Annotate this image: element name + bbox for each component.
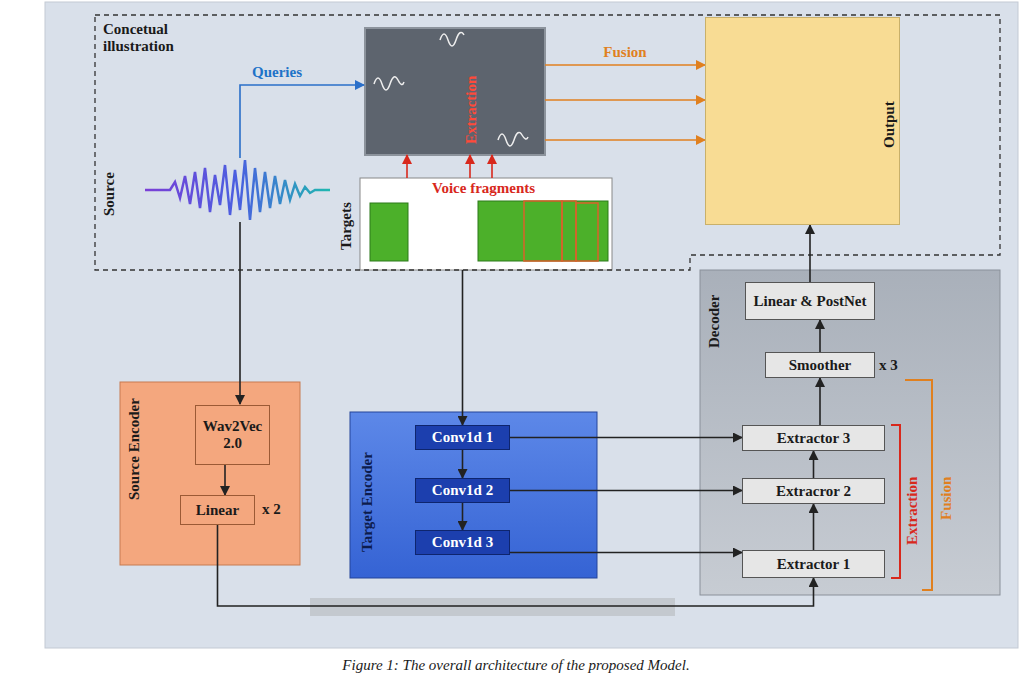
node-text: Conv1d 3 [432, 534, 493, 551]
node-text: Extracror 2 [776, 483, 851, 500]
node-text: Linear & PostNet [753, 293, 866, 310]
connector [545, 139, 705, 141]
squiggle [498, 132, 528, 146]
node-text: Wav2Vec 2.0 [200, 418, 265, 452]
node-text: Target Encoder [359, 452, 376, 552]
annotation-label: Extraction [904, 477, 921, 545]
source-arrow [239, 222, 241, 404]
smoother-box: Smoother [765, 352, 875, 378]
connector [819, 320, 821, 352]
figure-caption: Figure 1: The overall architecture of th… [342, 657, 689, 673]
node-text: Targets [338, 202, 355, 250]
fragment-window [524, 201, 562, 261]
connector [406, 155, 408, 178]
fragment-window [576, 203, 598, 261]
targets-box: TargetsVoice fragments [360, 178, 612, 270]
annotation-label: Queries [252, 64, 302, 81]
extraction-bracket [891, 425, 900, 578]
gray-bar [310, 598, 675, 616]
annotation-label: Source [101, 172, 118, 216]
dashed-outline [95, 15, 1000, 270]
node-text: Extraction [463, 76, 480, 144]
annotation-label: x 2 [262, 501, 281, 518]
connector [462, 270, 464, 425]
target-encoder: Target Encoder Conv1d 1 Conv1d 2 Conv1d 3 [350, 412, 597, 578]
connector [510, 490, 742, 492]
output-box: Output [705, 17, 900, 225]
connector [462, 503, 464, 530]
node-text: Output [881, 101, 898, 148]
node-text: Concetual illustration [103, 21, 223, 55]
postnet-box: Linear & PostNet [745, 282, 875, 320]
connector [510, 437, 742, 439]
source-waveform [145, 160, 330, 220]
fusion-bracket [905, 380, 932, 590]
voice-fragment [478, 201, 608, 261]
concept-box: Extraction [365, 28, 545, 155]
connector [819, 378, 821, 425]
extractor-box: Extractor 3 [742, 425, 885, 451]
caption-box: Figure 1: The overall architecture of th… [0, 656, 1032, 674]
conv-box: Conv1d 2 [415, 478, 510, 503]
extractor-box: Extractor 1 [742, 550, 885, 578]
source-encoder-fill [120, 382, 300, 565]
node-text: Decoder [706, 295, 723, 348]
decoder-fill [700, 270, 1000, 595]
connector [809, 225, 811, 282]
annotation-label: x 3 [879, 357, 898, 374]
squiggle [374, 77, 404, 90]
connector [545, 99, 705, 101]
figure-panel [45, 2, 1018, 648]
node-text: Conv1d 1 [432, 429, 493, 446]
targets-fill [360, 178, 612, 270]
node-text: Extractor 3 [777, 430, 850, 447]
connector [545, 64, 705, 66]
node-text: Voice fragments [432, 180, 535, 197]
connector [813, 451, 815, 478]
decoder: Decoder Linear & PostNetSmootherExtractor… [700, 270, 1000, 595]
annotation-label: Fusion [938, 477, 955, 520]
wav2vec-box: Wav2Vec 2.0 [195, 405, 270, 465]
connector [224, 465, 226, 495]
concept-box-fill [365, 28, 545, 155]
node-text: Smoother [789, 357, 852, 374]
connector [813, 504, 815, 550]
node-text: Extractor 1 [777, 556, 850, 573]
connector [462, 450, 464, 478]
connector [469, 155, 471, 178]
conv-box: Conv1d 3 [415, 530, 510, 555]
node-text: Source Encoder [126, 398, 143, 500]
illustration-region: Concetual illustrationExtractionTargetsV… [95, 15, 1000, 270]
conv-box: Conv1d 1 [415, 425, 510, 450]
source-encoder: Source Encoder Wav2Vec 2.0Linear [120, 382, 300, 565]
fragment-window [562, 201, 576, 261]
edge-label: Fusion [603, 44, 646, 61]
voice-fragment [370, 203, 408, 261]
connector [510, 552, 742, 554]
squiggle [440, 32, 464, 46]
connector [491, 155, 493, 178]
node-text: Conv1d 2 [432, 482, 493, 499]
query-arrow [240, 85, 364, 158]
linear-box: Linear [180, 495, 255, 525]
extractor-box: Extracror 2 [742, 478, 885, 504]
node-text: Linear [196, 502, 239, 519]
connector [218, 525, 814, 606]
